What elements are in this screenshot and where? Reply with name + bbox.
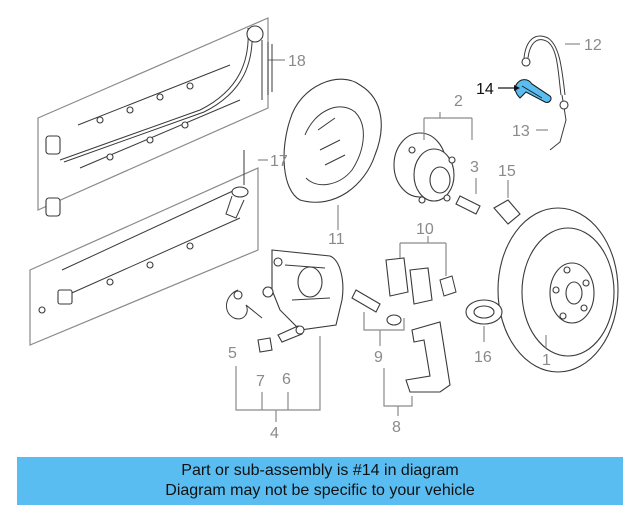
callout-7: 7 bbox=[256, 373, 265, 390]
callout-3: 3 bbox=[470, 159, 479, 176]
part-7-cap bbox=[257, 337, 273, 353]
callout-13: 13 bbox=[512, 123, 530, 140]
part-4-caliper bbox=[262, 249, 344, 331]
callout-8: 8 bbox=[392, 419, 401, 436]
part-9-pins bbox=[351, 289, 405, 346]
callout-11: 11 bbox=[328, 231, 345, 248]
part-13-brake-line bbox=[536, 94, 569, 151]
callout-10: 10 bbox=[416, 221, 434, 238]
callout-12: 12 bbox=[584, 37, 602, 54]
part-10-pads bbox=[385, 236, 457, 305]
part-2-hub-bearing bbox=[393, 112, 473, 204]
callout-5: 5 bbox=[228, 345, 237, 362]
callout-14: 14 bbox=[476, 81, 494, 98]
part-12-brake-hose bbox=[521, 35, 580, 96]
callout-15: 15 bbox=[498, 163, 516, 180]
part-6-guide-pin bbox=[277, 325, 305, 343]
callout-9: 9 bbox=[374, 349, 383, 366]
part-11-splash-shield bbox=[283, 78, 382, 230]
banner-line-2: Diagram may not be specific to your vehi… bbox=[165, 482, 475, 499]
part-14-bracket[interactable] bbox=[498, 79, 552, 103]
part-3-bolt bbox=[455, 178, 481, 215]
parts-diagram: 1 2 3 4 5 6 7 8 9 10 11 12 13 14 15 16 1… bbox=[29, 17, 619, 442]
panel-18 bbox=[37, 17, 285, 217]
callout-17: 17 bbox=[270, 153, 288, 170]
banner-line-1: Part or sub-assembly is #14 in diagram bbox=[181, 462, 459, 479]
part-16-grommet bbox=[465, 299, 503, 342]
panel-17 bbox=[29, 150, 268, 346]
callout-2: 2 bbox=[454, 93, 463, 110]
callout-1: 1 bbox=[542, 352, 551, 369]
part-1-rotor bbox=[497, 207, 619, 373]
part-5-spring bbox=[226, 289, 263, 320]
part-15-sensor bbox=[493, 180, 521, 225]
callout-18: 18 bbox=[288, 53, 306, 70]
part-8-caliper-bracket bbox=[383, 321, 451, 416]
callout-16: 16 bbox=[474, 349, 492, 366]
callout-6: 6 bbox=[282, 371, 291, 388]
info-banner: Part or sub-assembly is #14 in diagram D… bbox=[17, 457, 623, 505]
callout-4: 4 bbox=[270, 425, 279, 442]
